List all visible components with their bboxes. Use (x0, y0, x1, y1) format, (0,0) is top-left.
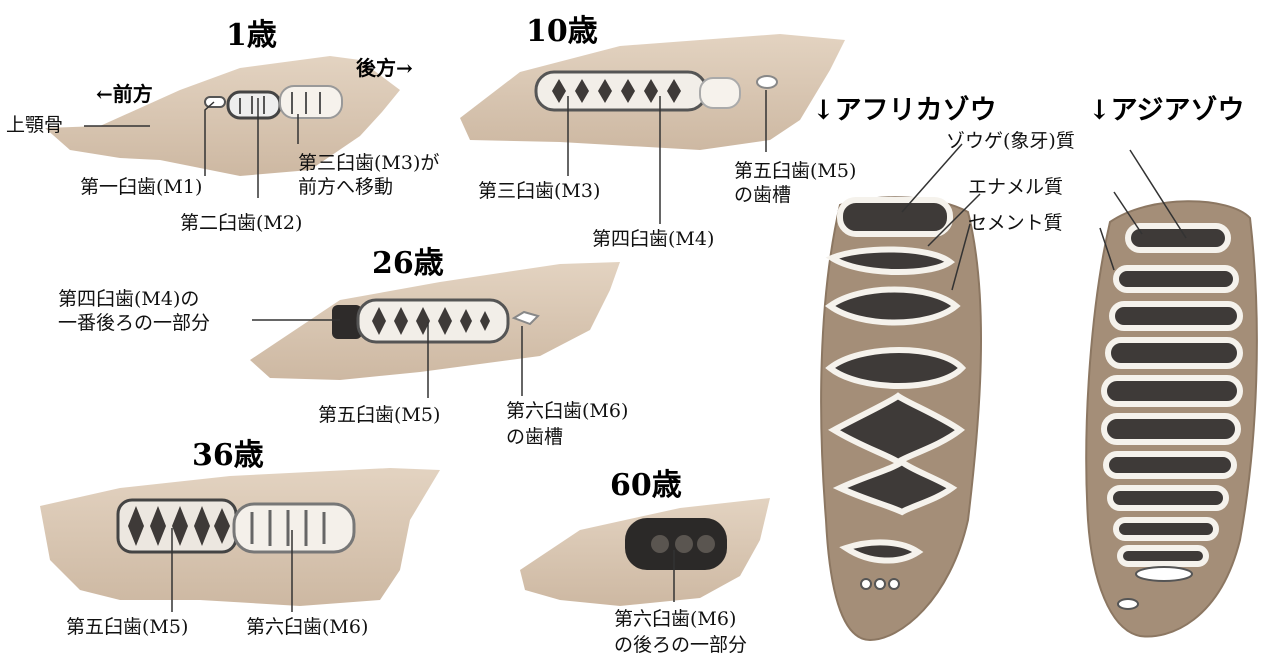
jaw-age-60 (520, 498, 770, 606)
label-m4-rear-1: 第四臼歯(M4)の (58, 288, 199, 310)
molar-m1 (205, 97, 225, 107)
label-m6-rear-1: 第六臼歯(M6) (614, 608, 736, 630)
label-m6-socket-1: 第六臼歯(M6) (506, 400, 628, 422)
age-label-26: 26歳 (372, 238, 444, 282)
label-m3-moves-2: 前方へ移動 (298, 176, 393, 198)
label-m5-socket-1: 第五臼歯(M5) (734, 160, 856, 182)
label-m3-moves-1: 第三臼歯(M3)が (298, 152, 439, 174)
direction-back: 後方→ (356, 52, 413, 81)
label-upper-jaw: 上顎骨 (6, 114, 63, 136)
label-m6-socket-2: の歯槽 (506, 426, 563, 448)
label-m4-10: 第四臼歯(M4) (592, 228, 714, 250)
species-asian: ↓アジアゾウ (1088, 88, 1245, 127)
african-molar (821, 197, 981, 640)
jaw-age-10 (460, 34, 845, 150)
molar-m3 (280, 86, 342, 118)
m5-socket (757, 76, 777, 88)
jaw-age-36 (40, 468, 440, 606)
label-m6-rear-2: の後ろの一部分 (614, 634, 747, 656)
age-label-60: 60歳 (610, 460, 682, 504)
species-african: ↓アフリカゾウ (812, 88, 997, 127)
label-m3-10: 第三臼歯(M3) (478, 180, 600, 202)
label-cement: セメント質 (968, 212, 1063, 234)
age-label-10: 10歳 (526, 6, 598, 50)
label-enamel: エナメル質 (968, 176, 1063, 198)
label-m6-36: 第六臼歯(M6) (246, 616, 368, 638)
age-label-36: 36歳 (192, 430, 264, 474)
direction-front: ←前方 (96, 78, 153, 107)
label-dentine: ゾウゲ(象牙)質 (946, 130, 1075, 152)
molar-m2 (228, 92, 280, 118)
label-m1: 第一臼歯(M1) (80, 176, 202, 198)
age-label-1: 1歳 (226, 10, 277, 54)
label-m5-26: 第五臼歯(M5) (318, 404, 440, 426)
label-m5-36: 第五臼歯(M5) (66, 616, 188, 638)
label-m2: 第二臼歯(M2) (180, 212, 302, 234)
label-m4-rear-2: 一番後ろの一部分 (58, 312, 210, 334)
label-m5-socket-2: の歯槽 (734, 184, 791, 206)
asian-molar (1086, 201, 1257, 636)
